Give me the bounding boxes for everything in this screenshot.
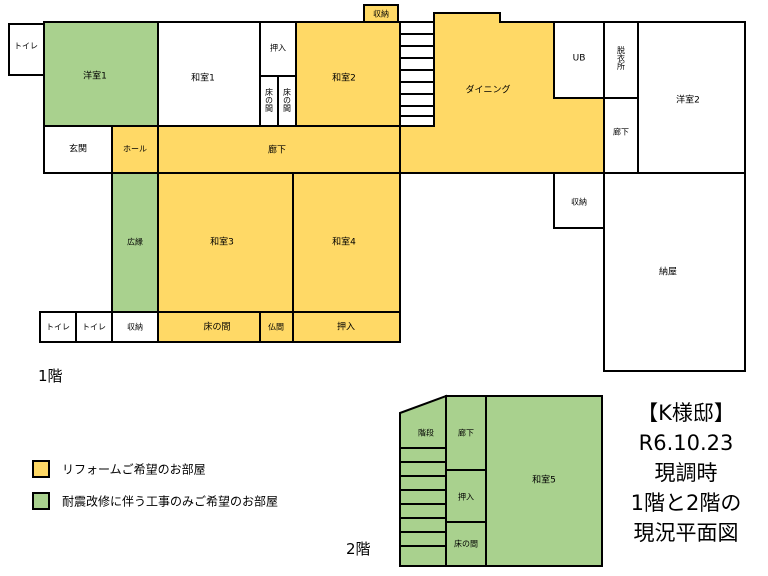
room-japanese4 [292,172,401,313]
stair-block-2f [399,447,447,567]
label-japanese5: 和室5 [532,474,556,486]
label-corridor-2f: 廊下 [458,428,474,438]
label-ub: UB [573,54,586,64]
label-hiroen: 広縁 [127,237,143,247]
floor2-label: 2階 [346,540,371,558]
room-oshiire-bottom [292,311,401,343]
label-western1: 洋室1 [83,70,107,82]
label-dining: ダイニング [465,84,510,96]
room-western1 [43,21,159,127]
room-toilet-top-left [8,23,45,76]
title-line-3: 現調時 [654,461,718,485]
room-storage-mid [553,172,605,229]
label-oshiire-bottom: 押入 [337,321,355,333]
label-western2: 洋室2 [676,94,700,106]
legend-seismic: 耐震改修に伴う工事のみご希望のお部屋 [32,492,278,510]
legend-swatch-seismic [32,492,50,510]
room-toilet-b2 [75,311,113,343]
stair-treads-2f [400,461,446,547]
room-japanese5 [485,395,603,567]
label-stairs-2f: 階段 [418,428,434,438]
room-oshiire-2f [445,469,487,523]
room-butsuma [259,311,294,343]
label-tokonoma-b: 床の間 [283,87,292,113]
room-storage-bottom [111,311,159,343]
label-dressing: 脱衣所 [617,45,626,71]
label-corridor-main: 廊下 [268,144,286,156]
stair-block-1f [399,21,435,127]
legend-label-seismic: 耐震改修に伴う工事のみご希望のお部屋 [62,494,279,509]
legend-reform: リフォームご希望のお部屋 [32,460,206,478]
label-storage-top: 収納 [373,9,389,19]
room-western2 [637,21,746,174]
label-entrance: 玄関 [69,143,87,155]
label-storage-bottom: 収納 [127,322,143,332]
room-storage-top [363,4,399,23]
room-japanese2 [295,21,401,127]
label-butsuma: 仏間 [268,323,284,332]
label-oshiire-2f: 押入 [458,492,474,502]
title-block: 【K様邸】 R6.10.23 現調時 1階と2階の 現況平面図 [596,398,768,548]
title-line-5: 現況平面図 [633,521,739,545]
label-japanese4: 和室4 [332,236,356,248]
room-corridor-right [603,97,639,174]
label-toilet-b2: トイレ [82,323,106,332]
room-entrance [43,125,113,174]
room-toilet-b1 [39,311,77,343]
room-corridor-2f [445,395,487,471]
label-tokonoma-2f: 床の間 [454,539,478,549]
room-tokonoma-2f [445,521,487,567]
room-nando [603,172,746,372]
label-japanese2: 和室2 [332,72,356,84]
label-nando: 納屋 [659,266,677,278]
label-toilet-b1: トイレ [46,323,70,332]
room-hiroen [111,172,159,313]
label-tokonoma-a: 床の間 [265,87,274,113]
stair-treads-1f [400,33,434,117]
room-tokonoma-c [157,311,261,343]
room-stairs-2f [399,394,447,449]
label-tokonoma-c: 床の間 [203,321,230,333]
room-japanese1 [157,21,261,127]
label-storage-mid: 収納 [571,197,587,207]
room-dressing [603,21,639,99]
label-hall: ホール [123,145,147,154]
floor1-label: 1階 [38,367,63,385]
legend-label-reform: リフォームご希望のお部屋 [62,462,206,477]
title-line-4: 1階と2階の [630,491,742,515]
label-toilet-top-left: トイレ [14,42,38,51]
label-oshiire-top: 押入 [270,43,286,53]
title-line-2: R6.10.23 [638,431,734,455]
legend-swatch-reform [32,460,50,478]
label-corridor-right: 廊下 [613,127,629,137]
label-japanese3: 和室3 [210,236,234,248]
label-japanese1: 和室1 [191,72,215,84]
title-line-1: 【K様邸】 [637,401,735,425]
